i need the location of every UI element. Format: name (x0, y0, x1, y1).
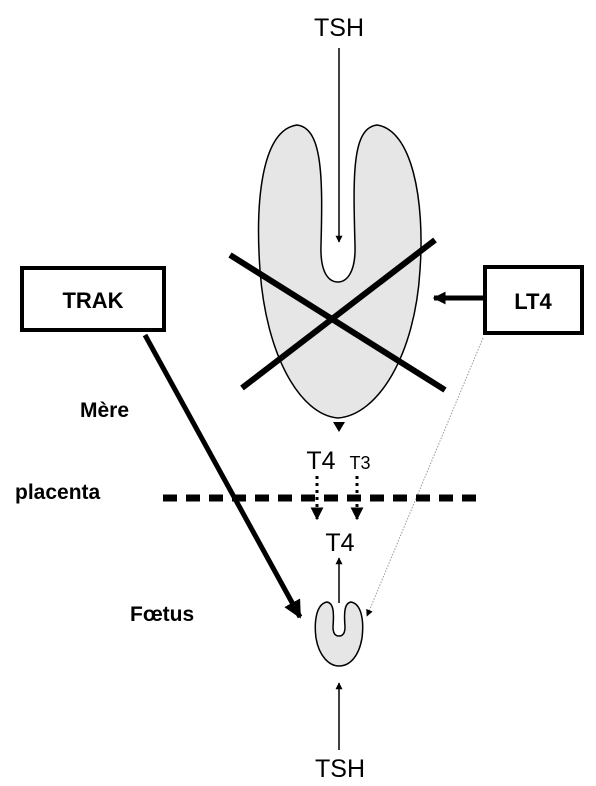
mere-label: Mère (80, 399, 129, 422)
thyroid-output-arrowhead (333, 422, 345, 432)
trak-to-fetal-thyroid-arrow (145, 335, 300, 617)
tsh-bottom-label: TSH (315, 755, 365, 783)
lt4-label: LT4 (514, 289, 552, 314)
fetal-thyroid-gland (315, 602, 362, 666)
t3-maternal-label: T3 (349, 453, 370, 473)
t4-fetal-label: T4 (325, 529, 354, 557)
foetus-label: Fœtus (130, 603, 194, 626)
placenta-label: placenta (15, 481, 101, 504)
t4-maternal-label: T4 (306, 447, 335, 475)
tsh-top-label: TSH (314, 14, 364, 42)
trak-label: TRAK (62, 288, 123, 313)
